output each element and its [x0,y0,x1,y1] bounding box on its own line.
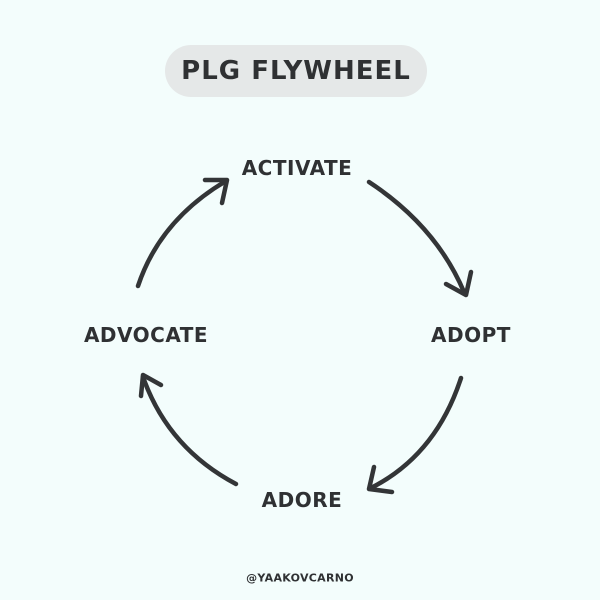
author-credit: @YAAKOVCARNO [246,571,354,585]
arrow-adore-to-advocate-shaft [140,374,239,487]
arrow-adore-to-advocate-head [138,372,164,399]
arrow-advocate-to-activate [135,177,230,289]
arrow-adopt-to-adore-shaft [368,375,464,491]
arrow-advocate-to-activate-shaft [135,178,229,289]
arrow-adopt-to-adore-head [366,464,395,495]
title-pill: PLG FLYWHEEL [165,45,427,97]
diagram-title: PLG FLYWHEEL [181,56,411,86]
arrow-advocate-to-activate-head [202,177,230,206]
node-activate: ACTIVATE [241,156,353,180]
arrow-activate-to-adopt [366,179,474,298]
arrow-adore-to-advocate [138,372,239,487]
node-advocate: ADVOCATE [83,323,209,347]
node-adore: ADORE [261,488,343,512]
node-adopt: ADOPT [431,323,511,347]
arrow-activate-to-adopt-head [443,269,474,298]
arrow-activate-to-adopt-shaft [366,179,467,295]
arrow-adopt-to-adore [366,375,464,495]
